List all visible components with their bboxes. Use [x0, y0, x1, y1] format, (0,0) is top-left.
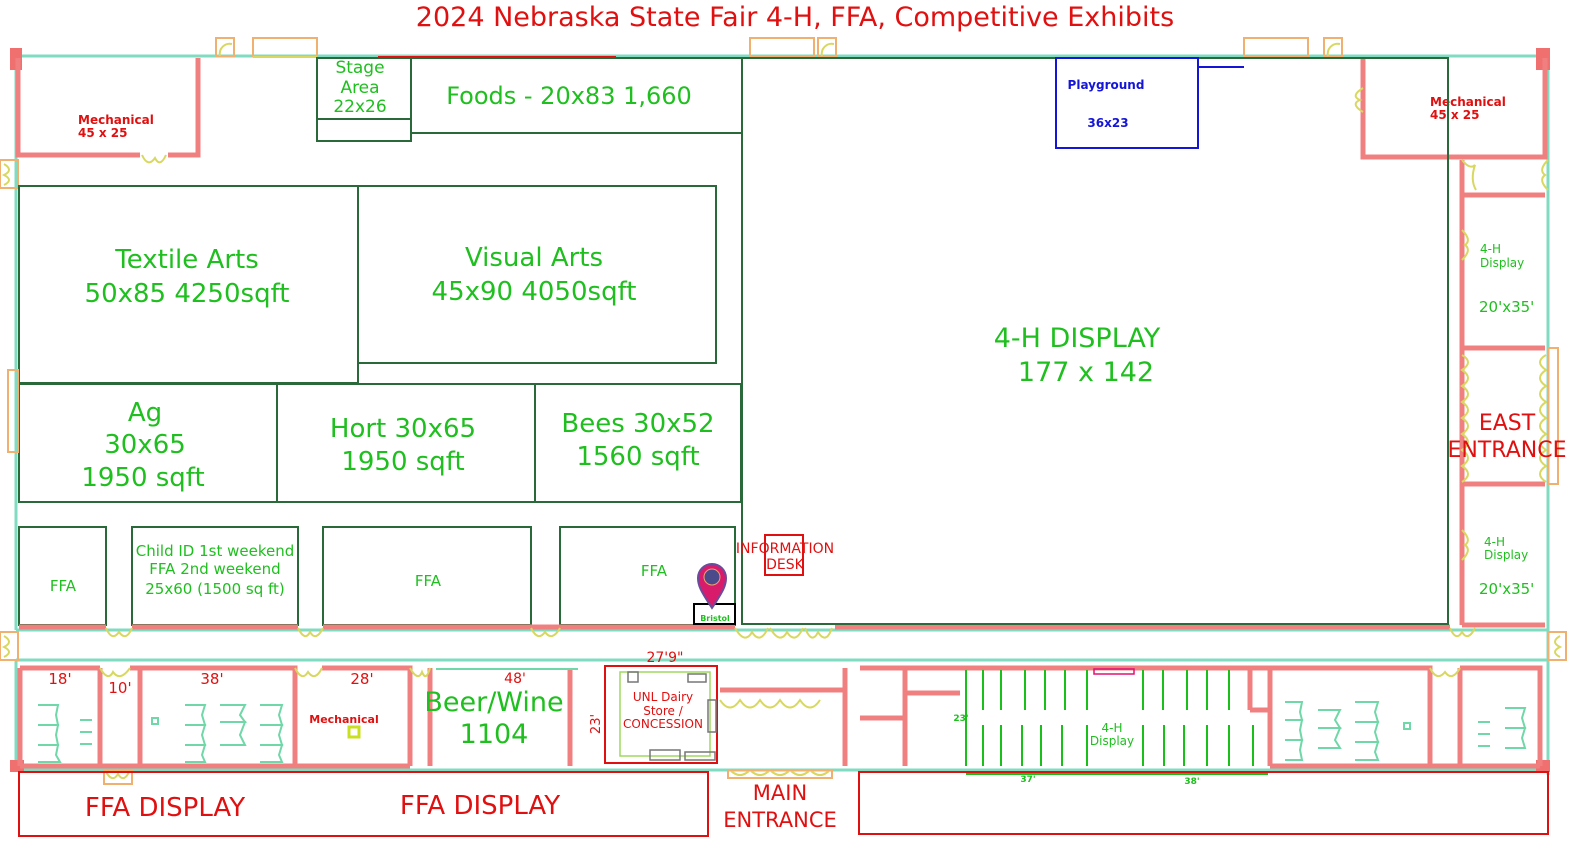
dim-27-9: 27'9" [646, 650, 683, 666]
svg-text:4-H: 4-H [1102, 721, 1123, 735]
main-entrance: MAIN ENTRANCE [723, 781, 837, 832]
corridor-doors [0, 627, 1567, 661]
svg-text:Child ID 1st weekend: Child ID 1st weekend [136, 542, 295, 560]
svg-text:FFA 2nd weekend: FFA 2nd weekend [149, 560, 280, 578]
ag-area: Ag 30x65 1950 sqft [18, 383, 278, 503]
dim-28: 28' [350, 670, 373, 688]
svg-text:4-H: 4-H [1484, 535, 1505, 549]
svg-text:25x60 (1500 sq ft): 25x60 (1500 sq ft) [145, 580, 284, 598]
svg-text:FFA: FFA [641, 562, 668, 580]
map-pin-icon[interactable] [696, 563, 728, 610]
unl-dairy-store: 27'9" 23' UNL Dairy Store / CONCESSION [589, 650, 718, 764]
ffa-area-2: FFA [322, 526, 532, 626]
svg-text:Area: Area [340, 78, 379, 98]
east-entrance-label: EAST [1479, 411, 1536, 436]
svg-text:FFA: FFA [50, 577, 77, 595]
dim-10: 10' [108, 679, 131, 697]
restroom-stalls-west [38, 704, 284, 763]
east-bottom-area [858, 771, 1549, 835]
svg-text:1950 sqft: 1950 sqft [341, 447, 464, 477]
textile-arts-area: Textile Arts 50x85 4250sqft [18, 185, 359, 384]
svg-text:UNL Dairy: UNL Dairy [633, 690, 693, 704]
svg-text:Store /: Store / [643, 704, 684, 718]
svg-text:ENTRANCE: ENTRANCE [723, 808, 837, 832]
south-wing [17, 665, 1543, 785]
svg-text:Hort 30x65: Hort 30x65 [330, 414, 476, 444]
bristol-marker[interactable]: Bristol [693, 563, 736, 625]
svg-text:20'x35': 20'x35' [1479, 580, 1534, 598]
dim-37: 37' [1020, 775, 1035, 785]
svg-text:4-H DISPLAY: 4-H DISPLAY [994, 323, 1161, 354]
svg-text:Mechanical: Mechanical [309, 713, 379, 726]
svg-text:Display: Display [1480, 256, 1524, 270]
child-id-area: Child ID 1st weekend FFA 2nd weekend 25x… [131, 526, 299, 626]
svg-text:45x90 4050sqft: 45x90 4050sqft [432, 277, 637, 307]
svg-text:45 x 25: 45 x 25 [78, 126, 128, 140]
ffa-display-area: FFA DISPLAY FFA DISPLAY [18, 771, 709, 837]
svg-text:1950 sqft: 1950 sqft [81, 463, 204, 493]
display-4h-south: 23' 4-H Display 37' 38' [953, 668, 1268, 787]
east-wing [1459, 159, 1559, 628]
svg-text:50x85 4250sqft: 50x85 4250sqft [85, 279, 290, 309]
beer-wine-area: 48' Beer/Wine 1104 [424, 668, 578, 750]
svg-text:30x65: 30x65 [104, 430, 186, 460]
svg-text:Mechanical: Mechanical [78, 113, 154, 127]
svg-text:Visual Arts: Visual Arts [465, 243, 603, 273]
hort-area: Hort 30x65 1950 sqft [276, 383, 536, 503]
dim-23-dairy: 23' [589, 714, 604, 734]
dim-18: 18' [48, 670, 71, 688]
svg-text:20'x35': 20'x35' [1479, 298, 1534, 316]
foods-area: Foods - 20x83 1,660 [410, 57, 743, 134]
restroom-stalls-east [1285, 701, 1527, 761]
north-doors [215, 37, 1343, 58]
svg-text:Mechanical: Mechanical [1430, 95, 1506, 109]
svg-text:36x23: 36x23 [1087, 116, 1128, 130]
svg-text:1104: 1104 [460, 719, 529, 750]
ffa-display-label-1: FFA DISPLAY [85, 793, 245, 823]
svg-text:CONCESSION: CONCESSION [623, 717, 703, 731]
svg-text:Stage: Stage [335, 58, 384, 78]
bees-area: Bees 30x52 1560 sqft [534, 383, 742, 503]
dim-38: 38' [200, 670, 223, 688]
stage-area: Stage Area 22x26 [316, 57, 412, 142]
visual-arts-area: Visual Arts 45x90 4050sqft [357, 185, 717, 364]
svg-text:FFA: FFA [415, 572, 442, 590]
svg-text:Playground: Playground [1068, 78, 1145, 92]
svg-text:1560 sqft: 1560 sqft [576, 442, 699, 472]
dim-38-display: 38' [1184, 777, 1199, 787]
bristol-label: Bristol [700, 614, 730, 623]
display-4h-main: 4-H DISPLAY 177 x 142 [741, 57, 1449, 625]
mechanical-room-south: Mechanical [309, 713, 379, 739]
dim-23: 23' [953, 714, 968, 724]
svg-text:Foods - 20x83 1,660: Foods - 20x83 1,660 [446, 82, 692, 110]
svg-text:4-H: 4-H [1480, 242, 1501, 256]
ffa-display-label-2: FFA DISPLAY [400, 791, 560, 821]
svg-text:177 x 142: 177 x 142 [1018, 357, 1154, 388]
svg-text:Display: Display [1090, 734, 1134, 748]
svg-text:MAIN: MAIN [753, 781, 807, 805]
svg-text:Beer/Wine: Beer/Wine [424, 687, 563, 718]
mechanical-room-ne: Mechanical 45 x 25 [1354, 58, 1548, 160]
svg-text:Display: Display [1484, 548, 1528, 562]
playground-area: Playground 36x23 [1055, 57, 1244, 149]
information-desk: INFORMATION DESK [736, 534, 834, 576]
page-title: 2024 Nebraska State Fair 4-H, FFA, Compe… [416, 2, 1174, 33]
mechanical-room-nw: Mechanical 45 x 25 [15, 58, 201, 164]
svg-text:INFORMATION: INFORMATION [736, 541, 834, 557]
east-entrance-label-2: ENTRANCE [1448, 438, 1567, 463]
svg-text:DESK: DESK [766, 557, 805, 573]
svg-text:48': 48' [504, 671, 526, 687]
svg-text:22x26: 22x26 [333, 97, 386, 117]
ffa-area-1: FFA [18, 526, 107, 626]
svg-text:Bees 30x52: Bees 30x52 [561, 409, 714, 439]
svg-text:Ag: Ag [128, 398, 162, 428]
svg-text:Textile Arts: Textile Arts [114, 245, 259, 275]
svg-text:45 x 25: 45 x 25 [1430, 108, 1480, 122]
